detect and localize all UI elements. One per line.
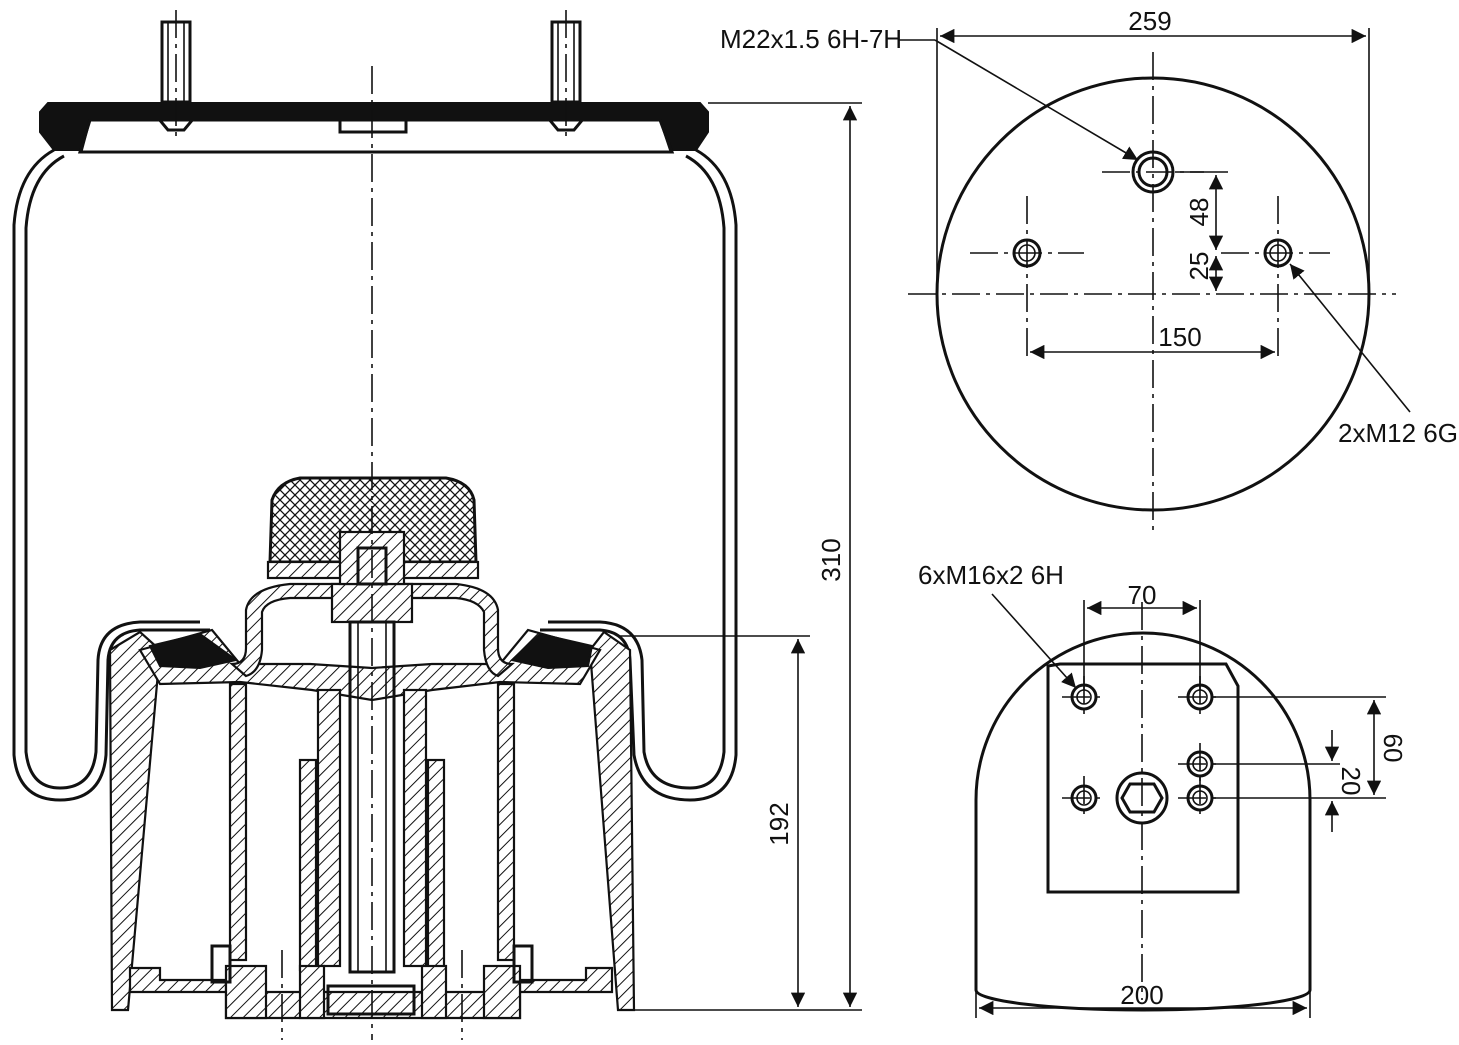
- bellows-outer-right: [540, 148, 738, 802]
- bellows-outer: [12, 148, 210, 802]
- side-section-view: 310 192: [12, 10, 862, 1040]
- piston-outer-wall: [108, 630, 162, 1012]
- dim-60: 60: [1378, 734, 1408, 763]
- bolt-hole-4: [1062, 776, 1106, 820]
- center-nut: [1115, 771, 1169, 825]
- base-plate: [128, 966, 614, 1020]
- dim-top-diameter: 259: [1128, 6, 1171, 36]
- piston-top: [138, 628, 602, 702]
- dim-height-piston: 192: [764, 802, 794, 845]
- mounting-plate: [1046, 662, 1240, 894]
- label-side-threads: 2xM12 6G: [1338, 418, 1458, 448]
- dim-70: 70: [1128, 580, 1157, 610]
- dim-48: 48: [1184, 198, 1214, 227]
- bottom-view: 70 60 20 6xM16x2 6H 200: [918, 560, 1408, 1018]
- dim-height-total: 310: [816, 538, 846, 581]
- center-boss: [338, 110, 408, 134]
- label-top-thread: M22x1.5 6H-7H: [720, 24, 902, 54]
- dim-25: 25: [1184, 252, 1214, 281]
- dim-20: 20: [1336, 767, 1366, 796]
- label-bottom-threads: 6xM16x2 6H: [918, 560, 1064, 590]
- top-view: 259 M22x1.5 6H-7H 48 25 150 2xM12 6G: [720, 6, 1458, 536]
- dim-bottom-diameter: 200: [1120, 980, 1163, 1010]
- dim-150: 150: [1158, 322, 1201, 352]
- bump-stop-cup: [229, 582, 515, 678]
- bump-stop: [268, 476, 478, 564]
- top-plate: [39, 102, 709, 151]
